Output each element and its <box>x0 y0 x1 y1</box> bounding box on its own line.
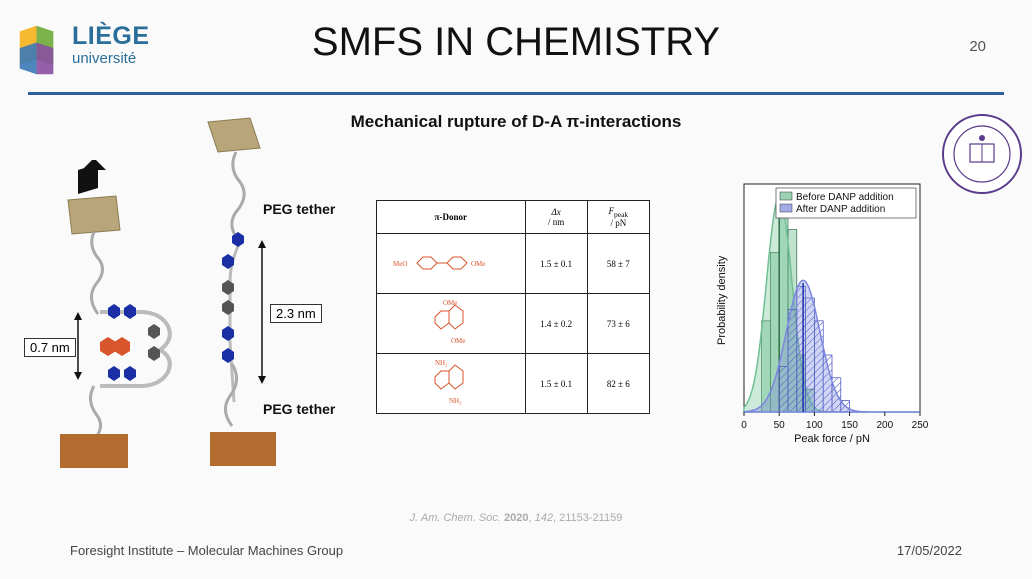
peg-tether-top-label: PEG tether <box>263 201 336 217</box>
peg-tether-bottom-label: PEG tether <box>263 401 336 417</box>
table-row: MeO OMe 1.5 ± 0.1 58 ± 7 <box>376 233 651 294</box>
schematic-left <box>60 160 172 468</box>
force-arrow-icon <box>78 164 98 194</box>
svg-text:NH₂: NH₂ <box>449 397 462 405</box>
table-row: NH₂ NH₂ 1.5 ± 0.1 82 ± 6 <box>376 353 651 414</box>
fpeak-value: 58 ± 7 <box>586 233 651 294</box>
donor-table: π-Donor Δx/ nm Fpeak/ pN MeO OMe 1.5 ± 0… <box>376 200 651 414</box>
legend <box>775 187 917 219</box>
distance-label-right: 2.3 nm <box>270 304 322 323</box>
citation: J. Am. Chem. Soc. 2020, 142, 21153-21159 <box>409 512 623 524</box>
x-tick-label: 250 <box>912 420 929 431</box>
x-tick-label: 100 <box>806 420 823 431</box>
donor-structure-biphenyl: MeO OMe <box>376 233 526 294</box>
footer-date: 17/05/2022 <box>896 543 962 558</box>
fpeak-value: 73 ± 6 <box>586 293 651 354</box>
x-tick-label: 200 <box>876 420 893 431</box>
distance-label-left: 0.7 nm <box>24 338 76 357</box>
header-divider <box>28 92 1004 95</box>
donor-structure-dimethoxynaphthalene: OMe OMe <box>376 293 526 354</box>
page-number: 20 <box>969 38 986 55</box>
svg-text:OMe: OMe <box>471 260 485 268</box>
dx-value: 1.4 ± 0.2 <box>524 293 588 354</box>
footer-organization: Foresight Institute – Molecular Machines… <box>70 543 344 558</box>
dx-value: 1.5 ± 0.1 <box>524 353 588 414</box>
svg-text:MeO: MeO <box>393 260 407 268</box>
svg-text:NH₂: NH₂ <box>435 359 448 367</box>
chart-ylabel: Probability density <box>716 255 728 345</box>
header-donor: π-Donor <box>376 200 526 234</box>
donor-structure-diaminonaphthalene: NH₂ NH₂ <box>376 353 526 414</box>
svg-text:OMe: OMe <box>443 299 457 307</box>
logo-subname: université <box>72 50 137 67</box>
table-row: OMe OMe 1.4 ± 0.2 73 ± 6 <box>376 293 651 354</box>
header-fpeak: Fpeak/ pN <box>586 200 651 234</box>
x-tick-label: 50 <box>774 420 786 431</box>
university-logo <box>19 25 54 75</box>
slide-title: SMFS IN CHEMISTRY <box>311 20 721 64</box>
legend-label: Before DANP addition <box>796 192 894 203</box>
university-seal-icon <box>942 114 1022 194</box>
dx-value: 1.5 ± 0.1 <box>524 233 588 294</box>
schematic-right <box>207 117 276 466</box>
legend-label: After DANP addition <box>796 204 885 215</box>
logo-name: LIÈGE <box>72 22 150 50</box>
svg-text:OMe: OMe <box>451 337 465 345</box>
legend-swatch <box>779 191 793 201</box>
chart-xlabel: Peak force / pN <box>794 433 870 445</box>
x-tick-label: 150 <box>841 420 858 431</box>
legend-swatch <box>779 203 793 213</box>
header-dx: Δx/ nm <box>524 200 588 234</box>
density-curve <box>743 279 920 413</box>
slide-subtitle: Mechanical rupture of D-A π-interactions <box>350 112 682 131</box>
table-header-row: π-Donor Δx/ nm Fpeak/ pN <box>376 200 651 234</box>
fpeak-value: 82 ± 6 <box>586 353 651 414</box>
x-tick-label: 0 <box>741 420 747 431</box>
